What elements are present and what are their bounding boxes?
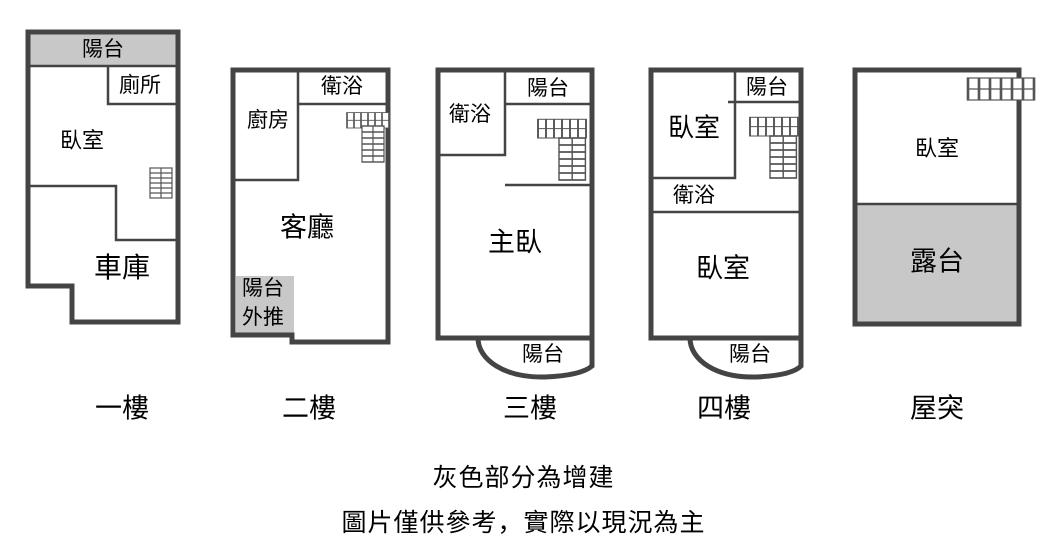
floor-1-name: 一樓 xyxy=(95,394,149,425)
note-disclaimer: 圖片僅供參考，實際以現況為主 xyxy=(341,508,706,537)
floor-1-balcony-label: 陽台 xyxy=(82,37,124,61)
floor-3-stairs-upper xyxy=(537,118,587,139)
floor-3-stairs-lower xyxy=(558,137,587,181)
floor-2-kitchen-label: 廚房 xyxy=(247,108,289,132)
floor-1-toilet-label: 廁所 xyxy=(119,73,161,97)
floor-1-stairs xyxy=(149,167,173,199)
floor-3-bath-label: 衛浴 xyxy=(449,102,491,126)
floor-4-stairs-lower xyxy=(769,135,798,179)
roof-terrace-label: 露台 xyxy=(910,247,964,278)
floor-4-stairs-upper xyxy=(749,116,799,137)
floor-1-balcony-addition xyxy=(28,32,178,66)
roof-plan: 臥室 露台 屋突 xyxy=(852,67,1036,425)
floor-2-balcony-ext-label-2: 外推 xyxy=(242,305,284,329)
floor-4-plan: 陽台 臥室 衛浴 臥室 陽台 四樓 xyxy=(648,67,804,425)
roof-stairs xyxy=(966,76,1036,102)
floor-4-bedroom-2-label: 臥室 xyxy=(696,254,750,285)
roof-bedroom-label: 臥室 xyxy=(915,137,959,162)
floor-4-balcony-label: 陽台 xyxy=(746,75,788,99)
floor-3-balcony-label: 陽台 xyxy=(527,76,569,100)
floor-1-plan: 陽台 廁所 臥室 車庫 一樓 xyxy=(25,29,181,425)
floor-2-balcony-addition xyxy=(236,276,294,336)
floor-3-plan: 陽台 衛浴 主臥 陽台 三樓 xyxy=(435,67,595,425)
floor-2-name: 二樓 xyxy=(282,394,336,425)
floor-2-bath-label: 衛浴 xyxy=(321,74,363,98)
floor-3-master-label: 主臥 xyxy=(488,228,542,259)
floor-4-bedroom-1-label: 臥室 xyxy=(668,114,720,144)
floor-4-bath-label: 衛浴 xyxy=(673,183,715,207)
note-addition-legend: 灰色部分為增建 xyxy=(432,463,615,492)
floor-1-bedroom-label: 臥室 xyxy=(60,129,104,154)
floor-3-balcony-front-label: 陽台 xyxy=(522,342,564,366)
roof-name: 屋突 xyxy=(910,394,964,425)
floor-2-living-label: 客廳 xyxy=(280,213,334,244)
floor-3-name: 三樓 xyxy=(503,394,557,425)
floor-2-plan: 衛浴 廚房 客廳 陽台 外推 二樓 xyxy=(230,67,391,425)
roof-terrace-addition xyxy=(857,205,1019,323)
floor-1-garage-label: 車庫 xyxy=(94,251,150,284)
floor-4-name: 四樓 xyxy=(697,394,751,425)
floor-2-stairs-lower xyxy=(361,125,385,163)
floor-2-balcony-ext-label-1: 陽台 xyxy=(242,276,284,300)
floor-4-balcony-front-label: 陽台 xyxy=(729,342,771,366)
